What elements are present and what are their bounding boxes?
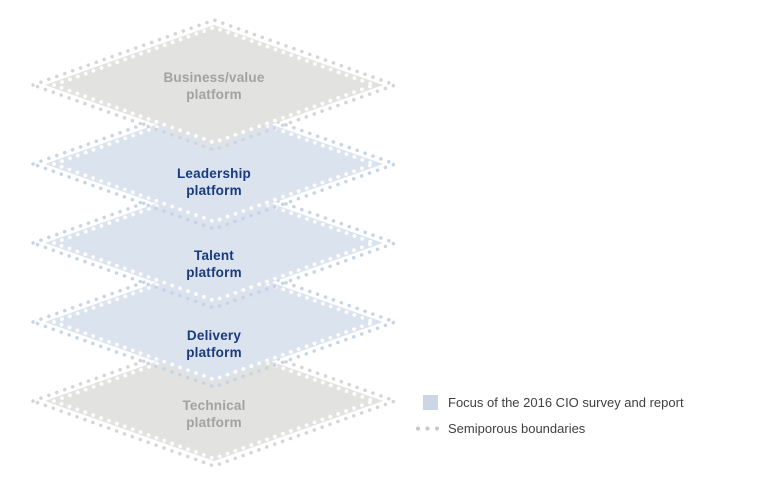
platform-layer-technical: Technical platform [27, 334, 401, 468]
talent-label-line2: platform [186, 265, 242, 280]
platform-layer-delivery: Delivery platform [27, 255, 401, 389]
technical-label-line1: Technical [182, 398, 245, 413]
talent-diamond-fill [45, 183, 383, 303]
talent-label-line1: Talent [194, 248, 234, 263]
platform-layer-leadership: Leadership platform [27, 97, 401, 231]
business-value-label-line1: Business/value [163, 70, 264, 85]
legend-focus-label: Focus of the 2016 CIO survey and report [448, 395, 684, 410]
platform-layer-business-value: Business/value platform [27, 18, 401, 152]
legend-dot [425, 426, 430, 431]
legend-boundary-label: Semiporous boundaries [448, 421, 586, 436]
legend-dot [416, 426, 420, 431]
leadership-label-line2: platform [186, 183, 242, 198]
technical-label-line2: platform [186, 415, 242, 430]
platform-layer-talent: Talent platform [27, 176, 401, 310]
business-value-diamond-fill [45, 25, 383, 145]
legend: Focus of the 2016 CIO survey and report … [416, 395, 684, 436]
legend-focus-swatch-icon [423, 395, 438, 410]
legend-dot [435, 426, 439, 431]
business-value-label-line2: platform [186, 87, 242, 102]
legend-dotted-line-icon [416, 426, 439, 431]
delivery-label-line1: Delivery [187, 328, 241, 343]
delivery-diamond-fill [45, 262, 383, 382]
leadership-diamond-fill [45, 104, 383, 224]
delivery-label-line2: platform [186, 345, 242, 360]
technical-diamond-fill [45, 341, 383, 461]
leadership-label-line1: Leadership [177, 166, 251, 181]
